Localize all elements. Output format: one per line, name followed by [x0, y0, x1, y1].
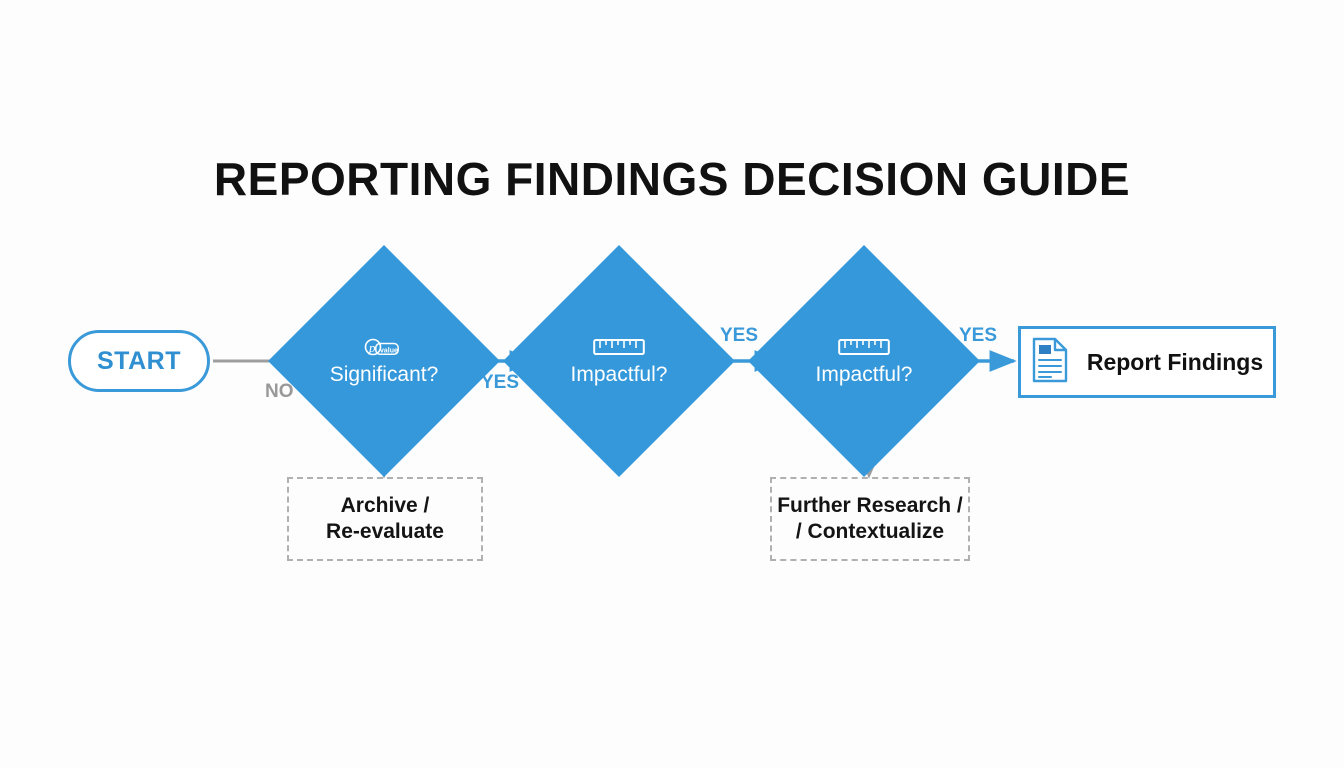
ruler-icon [593, 336, 645, 358]
svg-text:value: value [380, 347, 398, 354]
decision-impactful-2-label: Impactful? [815, 362, 913, 386]
node-report-findings[interactable]: Report Findings [1018, 326, 1276, 398]
node-decision-impactful-2[interactable]: Impactful? [748, 245, 980, 477]
edge-label-yes-3: YES [959, 325, 998, 346]
archive-label-line-1: Archive / [340, 494, 430, 518]
document-icon [1031, 337, 1069, 388]
edge-label-yes-2: YES [720, 325, 759, 346]
node-decision-impactful-1[interactable]: Impactful? [503, 245, 735, 477]
p-value-icon: p value [356, 336, 412, 358]
ruler-icon [838, 336, 890, 358]
report-findings-label: Report Findings [1086, 348, 1264, 375]
decision-significant-label: Significant? [329, 362, 439, 386]
edge-label-no: NO [265, 381, 294, 402]
node-start[interactable]: START [68, 330, 210, 392]
archive-label-line-2: Re-evaluate [326, 520, 444, 543]
node-archive-re-evaluate[interactable]: Archive / Re-evaluate [287, 477, 483, 561]
page-title: REPORTING FINDINGS DECISION GUIDE [213, 153, 1131, 205]
decision-impactful-1-label: Impactful? [570, 362, 668, 386]
further-research-label-line-1: Further Research / [777, 494, 963, 518]
node-decision-significant[interactable]: p value Significant? [268, 245, 500, 477]
node-further-research[interactable]: Further Research / / Contextualize [770, 477, 970, 561]
further-research-label-line-2: / Contextualize [795, 520, 945, 543]
edge-label-yes-1: YES [481, 372, 520, 393]
start-label: START [97, 346, 181, 375]
svg-text:p: p [368, 340, 376, 355]
